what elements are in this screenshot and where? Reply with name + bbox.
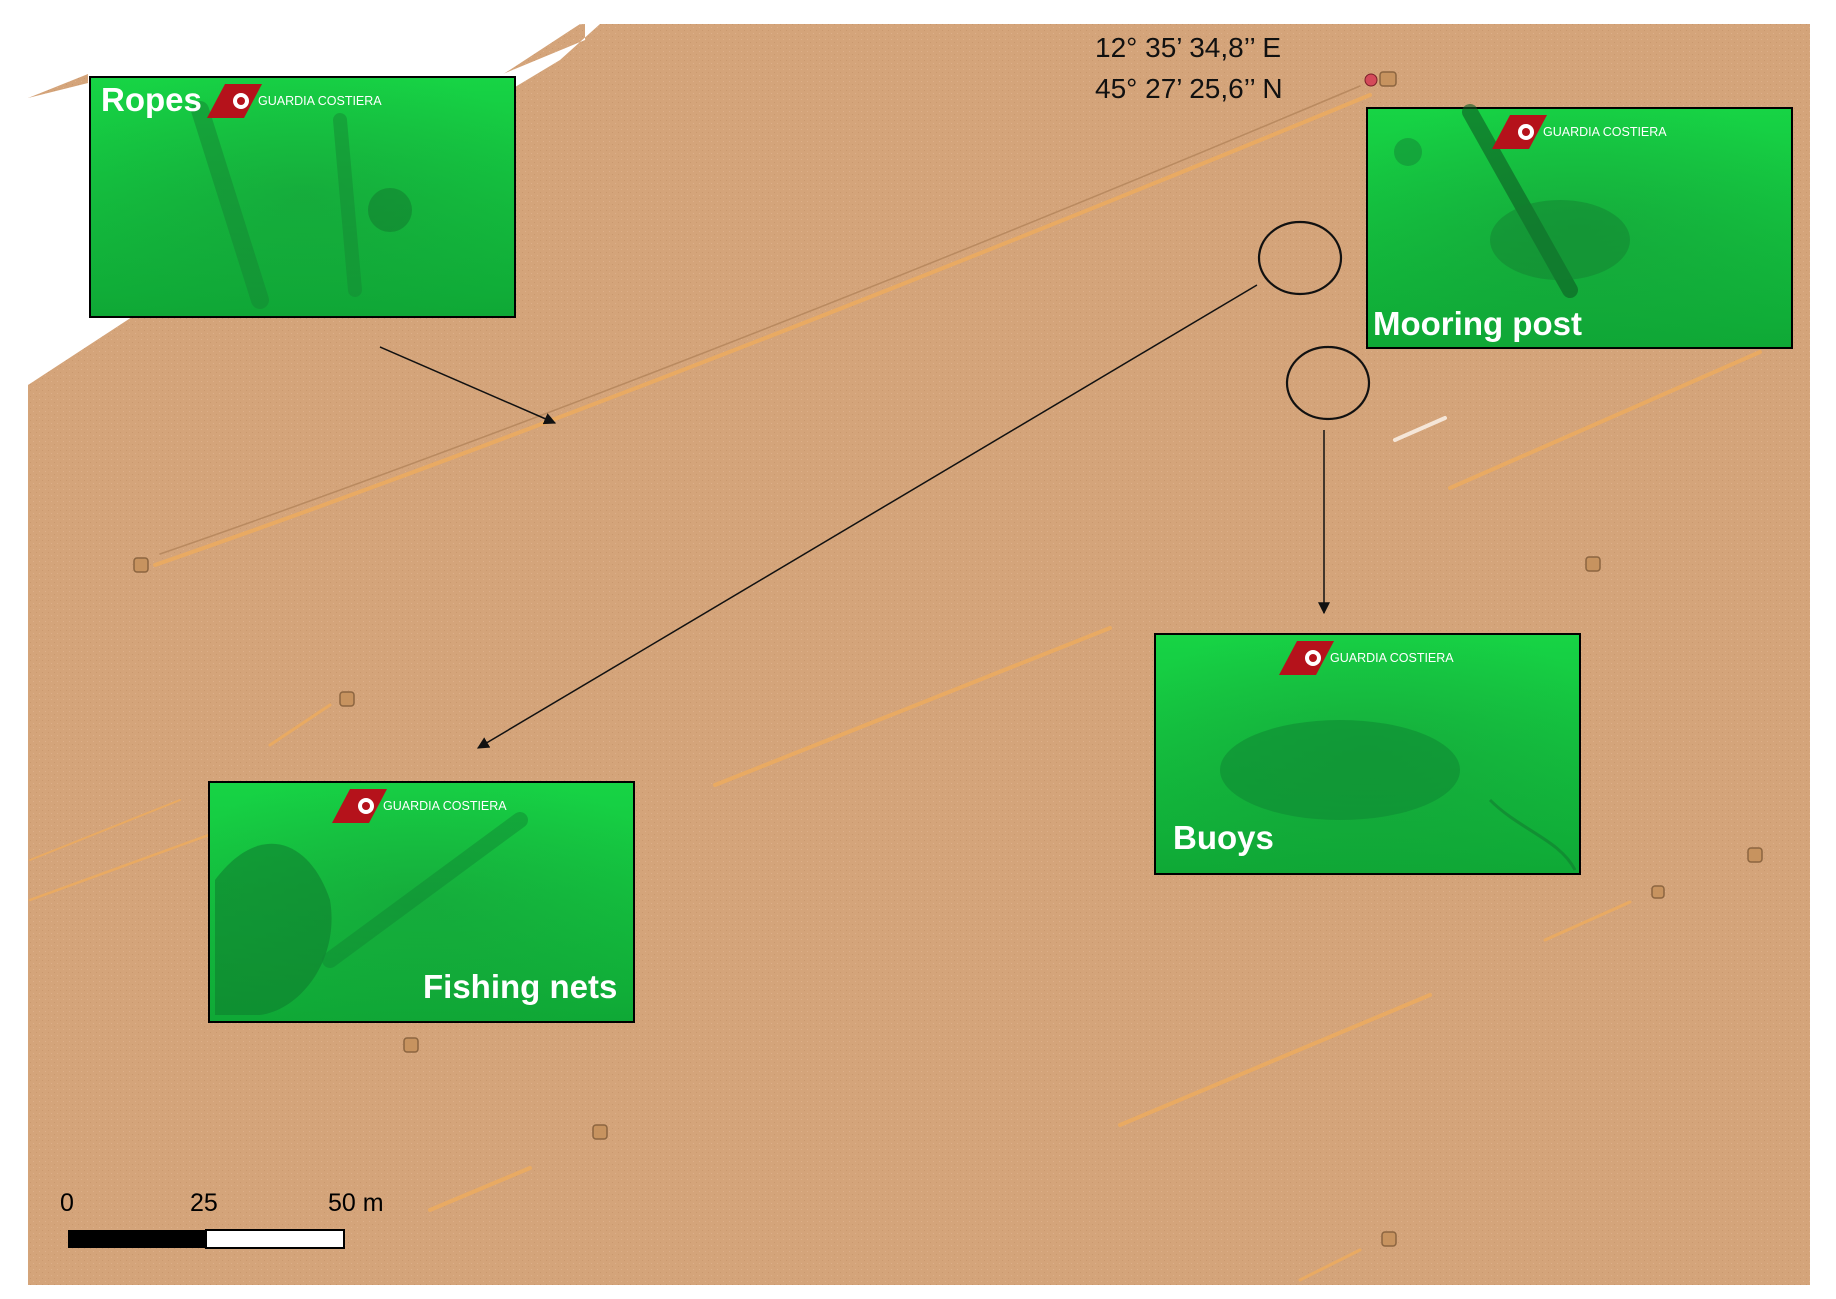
scale-tick-0: 0: [60, 1189, 74, 1217]
svg-text:GUARDIA COSTIERA: GUARDIA COSTIERA: [258, 94, 382, 108]
guardia-costiera-logo: GUARDIA COSTIERA: [332, 789, 507, 823]
guardia-costiera-logo: GUARDIA COSTIERA: [1279, 641, 1454, 675]
photo-fishing-nets: GUARDIA COSTIERA Fishing nets: [208, 781, 635, 1023]
longitude-label: 12° 35’ 34,8’’ E: [1095, 32, 1281, 63]
arrow-ropes: [379, 346, 557, 425]
scale-tick-25: 25: [190, 1189, 218, 1217]
arrow-mooring-to-nets: [476, 284, 1258, 749]
anchor-icon: [1522, 128, 1530, 136]
guardia-costiera-logo: GUARDIA COSTIERA: [207, 84, 382, 118]
scale-bar: 0 25 50 m: [60, 1189, 384, 1249]
svg-text:GUARDIA COSTIERA: GUARDIA COSTIERA: [1330, 651, 1454, 665]
anchor-icon: [237, 97, 245, 105]
svg-text:GUARDIA COSTIERA: GUARDIA COSTIERA: [1543, 125, 1667, 139]
svg-text:GUARDIA COSTIERA: GUARDIA COSTIERA: [383, 799, 507, 813]
photo-label-ropes: Ropes: [101, 81, 202, 118]
seabed-objects: [133, 71, 1763, 1247]
location-marker: [1364, 73, 1378, 87]
anchor-icon: [1309, 654, 1317, 662]
photo-buoys: GUARDIA COSTIERA Buoys: [1154, 633, 1581, 875]
photo-mooring-post: GUARDIA COSTIERA Mooring post: [1366, 104, 1793, 349]
latitude-label: 45° 27’ 25,6’’ N: [1095, 73, 1283, 104]
scale-tick-50: 50 m: [328, 1189, 384, 1217]
anchor-icon: [362, 802, 370, 810]
guardia-costiera-logo: GUARDIA COSTIERA: [1492, 115, 1667, 149]
photo-label-buoys: Buoys: [1173, 819, 1274, 856]
target-circle-mooring: [1257, 220, 1343, 296]
target-circle-buoys: [1285, 345, 1371, 421]
photo-label-mooring-post: Mooring post: [1373, 305, 1582, 342]
photo-ropes: GUARDIA COSTIERA Ropes: [89, 76, 516, 318]
photo-label-fishing-nets: Fishing nets: [423, 968, 617, 1005]
